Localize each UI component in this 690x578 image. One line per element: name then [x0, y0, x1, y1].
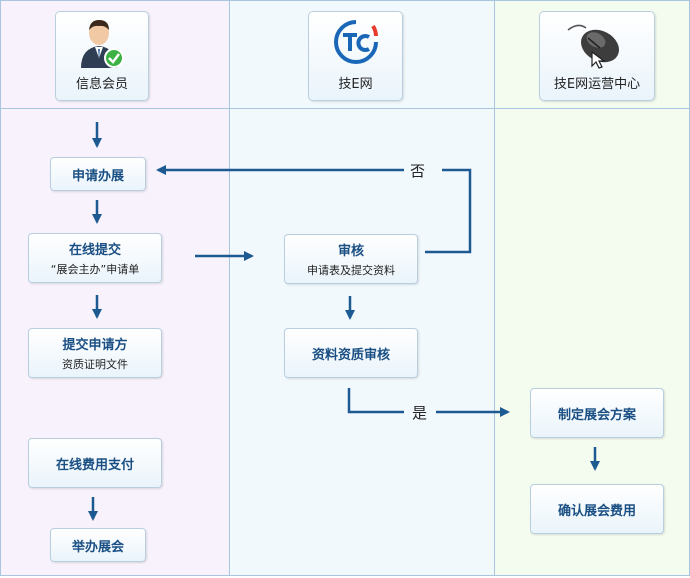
step-submit-online: 在线提交 “展会主办”申请单	[28, 233, 162, 283]
step-review: 审核 申请表及提交资料	[284, 234, 418, 284]
lane-label-member: 信息会员	[75, 77, 128, 92]
header-divider	[0, 108, 690, 109]
step-submit-documents: 提交申请方 资质证明文件	[28, 328, 162, 378]
step-apply-exhibition: 申请办展	[50, 157, 146, 191]
step-title: 制定展会方案	[557, 407, 636, 423]
arrow-reject-to-apply	[425, 168, 472, 254]
step-subtitle: 申请表及提交资料	[307, 264, 395, 277]
lane-header-member: 信息会员	[55, 11, 149, 101]
step-title: 在线提交	[68, 243, 121, 258]
step-qualification-review: 资料资质审核	[284, 328, 418, 378]
step-make-plan: 制定展会方案	[530, 388, 664, 438]
step-title: 举办展会	[71, 539, 124, 555]
step-title: 申请办展	[71, 168, 124, 184]
step-hold-exhibition: 举办展会	[50, 528, 146, 562]
business-user-icon	[77, 18, 127, 74]
step-title: 资料资质审核	[311, 347, 390, 363]
step-online-payment: 在线费用支付	[28, 438, 162, 488]
step-title: 在线费用支付	[55, 457, 134, 473]
step-title: 提交申请方	[62, 338, 128, 353]
decision-no-label: 否	[410, 162, 426, 180]
step-subtitle: “展会主办”申请单	[50, 263, 140, 276]
step-title: 确认展会费用	[557, 503, 636, 519]
lane-header-ops: 技E网运营中心	[539, 11, 655, 101]
step-subtitle: 资质证明文件	[62, 358, 128, 371]
step-confirm-fee: 确认展会费用	[530, 484, 664, 534]
lane-label-ops: 技E网运营中心	[553, 77, 641, 92]
mouse-icon	[566, 18, 628, 74]
decision-yes-label: 是	[412, 404, 428, 422]
tc-logo-icon	[329, 18, 383, 70]
step-title: 审核	[337, 244, 364, 259]
lane-label-jie: 技E网	[338, 77, 373, 92]
arrow-approve-to-plan	[347, 388, 404, 414]
lane-header-jie: 技E网	[308, 11, 403, 101]
